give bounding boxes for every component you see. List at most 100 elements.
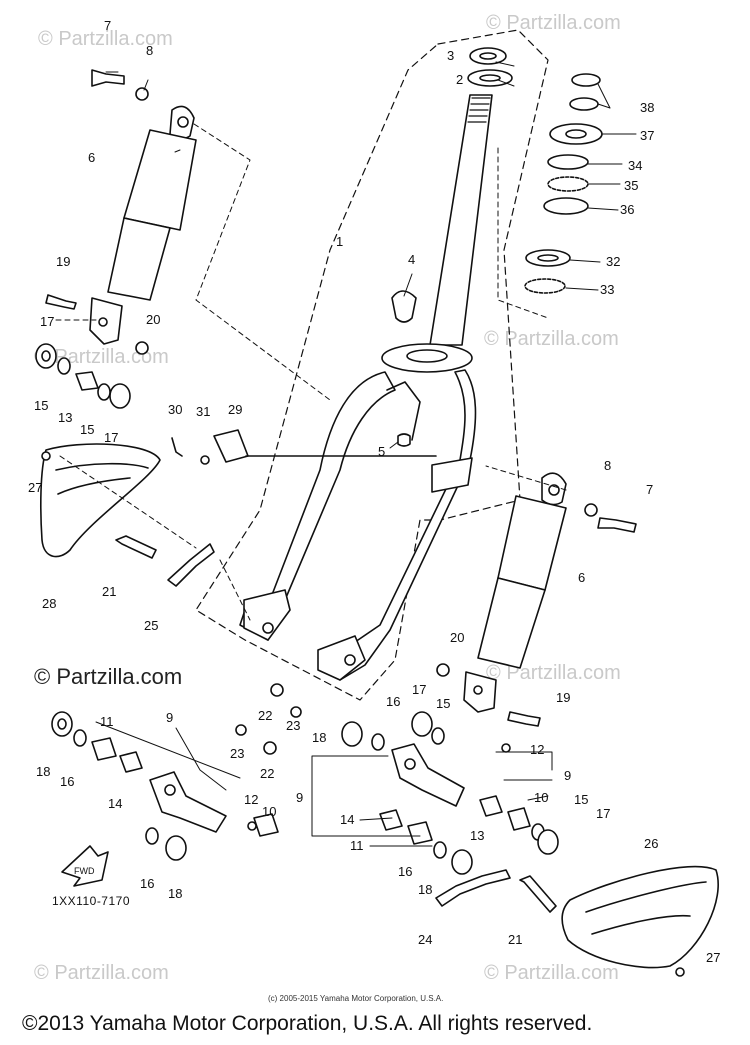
bolt-30 — [171, 437, 183, 457]
label-8-top: 8 — [146, 43, 153, 58]
label-20-left: 20 — [146, 312, 160, 327]
label-7-top: 7 — [104, 18, 111, 33]
label-15-right-b: 15 — [574, 792, 588, 807]
label-38: 38 — [640, 100, 654, 115]
oring-16-left-b — [145, 827, 159, 845]
seal-18-left — [51, 711, 73, 737]
label-21-left: 21 — [102, 584, 116, 599]
seal-17-left-b — [109, 383, 131, 409]
watermark-bottom-right: © Partzilla.com — [484, 962, 619, 984]
label-22-a: 22 — [258, 708, 272, 723]
race-36 — [543, 197, 589, 215]
balls-33 — [524, 278, 566, 294]
oring-15-left — [57, 357, 71, 375]
label-2: 2 — [456, 72, 463, 87]
bolt-21-left — [115, 535, 157, 559]
label-17-left: 17 — [40, 314, 54, 329]
bushing-5 — [397, 433, 411, 447]
watermark-prominent: © Partzilla.com — [34, 664, 183, 689]
label-14-right: 14 — [340, 812, 354, 827]
label-36: 36 — [620, 202, 634, 217]
collar-10-right — [507, 807, 531, 831]
watermark-top-left: © Partzilla.com — [38, 28, 173, 50]
label-10-right: 10 — [534, 790, 548, 805]
label-31: 31 — [196, 404, 210, 419]
bracket-24 — [435, 869, 511, 907]
nut-31 — [200, 455, 210, 465]
seal-17-right-b — [537, 829, 559, 855]
cover-28-left — [40, 443, 161, 558]
screw-27-left — [41, 451, 51, 461]
link-9-right — [391, 743, 465, 807]
label-15-right: 15 — [436, 696, 450, 711]
label-17-left-b: 17 — [104, 430, 118, 445]
label-21-right: 21 — [508, 932, 522, 947]
label-19-right: 19 — [556, 690, 570, 705]
nut-23-b — [235, 724, 247, 736]
bolt-21-right — [519, 875, 557, 913]
label-15-left-b: 15 — [80, 422, 94, 437]
lower-crown — [381, 343, 473, 373]
collar-13-left — [75, 371, 99, 391]
seal-18-right — [341, 721, 363, 747]
collar-14-left — [119, 751, 143, 773]
steering-stem — [429, 94, 493, 346]
label-11-right: 11 — [350, 838, 364, 853]
bolt-7-right — [597, 517, 637, 533]
label-13-left: 13 — [58, 410, 72, 425]
balls-35 — [547, 176, 589, 192]
label-22-b: 22 — [260, 766, 274, 781]
label-16-right-b: 16 — [398, 864, 412, 879]
fwd-arrow-icon — [61, 845, 109, 887]
oring-15-left-b — [97, 383, 111, 401]
collar-14-right — [379, 809, 403, 831]
nut-8-right — [584, 503, 598, 517]
collar-10-left — [253, 813, 279, 837]
race-32 — [525, 249, 571, 267]
label-10-left: 10 — [262, 804, 276, 819]
label-23-b: 23 — [230, 746, 244, 761]
footer-copyright: ©2013 Yamaha Motor Corporation, U.S.A. A… — [22, 1012, 593, 1035]
label-29: 29 — [228, 402, 242, 417]
label-9-mid: 9 — [296, 790, 303, 805]
label-18-left: 18 — [36, 764, 50, 779]
grease-12-left — [247, 821, 257, 831]
watermark-top-right: © Partzilla.com — [486, 12, 621, 34]
label-9-right: 9 — [564, 768, 571, 783]
race-2 — [467, 69, 513, 87]
bolt-19-left — [45, 294, 77, 310]
label-26: 26 — [644, 836, 658, 851]
collar-4 — [391, 290, 417, 323]
nut-8-top — [135, 87, 149, 101]
screw-27-right — [675, 967, 685, 977]
oring-16-right — [371, 733, 385, 751]
nut-22-a — [270, 683, 284, 697]
label-7-right: 7 — [646, 482, 653, 497]
label-27-right: 27 — [706, 950, 720, 965]
label-32: 32 — [606, 254, 620, 269]
small-copyright: (c) 2005-2015 Yamaha Motor Corporation, … — [268, 994, 444, 1003]
nut-22-b — [263, 741, 277, 755]
label-23-a: 23 — [286, 718, 300, 733]
collar-11-right — [407, 821, 433, 845]
nut-20-left — [135, 341, 149, 355]
label-16-left-b: 16 — [140, 876, 154, 891]
label-17-right: 17 — [412, 682, 426, 697]
part-labels: 7 8 6 3 2 38 37 34 35 36 1 4 32 33 19 17… — [28, 18, 720, 965]
label-24: 24 — [418, 932, 432, 947]
label-6-right: 6 — [578, 570, 585, 585]
label-15-left: 15 — [34, 398, 48, 413]
bracket-29 — [213, 429, 249, 463]
label-1: 1 — [336, 234, 343, 249]
collar-11-left — [91, 737, 117, 761]
fork-left-leg — [239, 371, 396, 641]
race-34 — [547, 154, 589, 170]
seal-18-left-b — [165, 835, 187, 861]
label-5: 5 — [378, 444, 385, 459]
bracket-25 — [167, 543, 215, 587]
oring-16-right-b — [433, 841, 447, 859]
drawing-id: 1XX110-7170 — [52, 894, 131, 908]
label-18-left-b: 18 — [168, 886, 182, 901]
label-6-left: 6 — [88, 150, 95, 165]
